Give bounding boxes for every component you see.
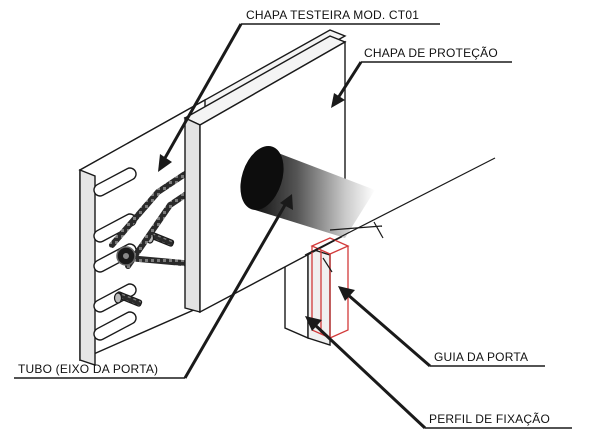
dimension-line-short — [329, 225, 383, 231]
guia-right — [329, 246, 349, 339]
label-tubo: TUBO (EIXO DA PORTA) — [18, 362, 158, 376]
label-chapa-testeira: CHAPA TESTEIRA MOD. CT01 — [246, 8, 419, 22]
slot-top — [93, 167, 137, 197]
slot-bottom — [93, 311, 137, 341]
protecao-side-edge — [184, 116, 201, 313]
arrow-chapa-protecao — [331, 61, 363, 108]
arrow-perfil-fixacao — [305, 316, 427, 430]
arrow-guia-porta — [338, 286, 431, 368]
tube-body — [255, 148, 375, 238]
tube-end — [240, 146, 284, 210]
bolt-lower — [113, 291, 143, 307]
tubo-eixo — [240, 146, 375, 238]
testeira-side-edge — [79, 168, 96, 366]
leader-arrows — [158, 23, 431, 430]
arrow-chapa-testeira — [158, 23, 243, 172]
dimension-marks — [304, 157, 496, 273]
dimension-line-long — [304, 157, 496, 256]
label-underlines — [14, 23, 572, 429]
label-chapa-protecao: CHAPA DE PROTEÇÃO — [364, 46, 498, 60]
dimension-tick-top — [373, 221, 384, 239]
label-perfil-fixacao: PERFIL DE FIXAÇÃO — [429, 412, 550, 426]
label-guia-porta: GUIA DA PORTA — [434, 350, 528, 364]
arrow-tubo — [183, 194, 293, 379]
dimension-tick-bottom — [322, 257, 333, 273]
